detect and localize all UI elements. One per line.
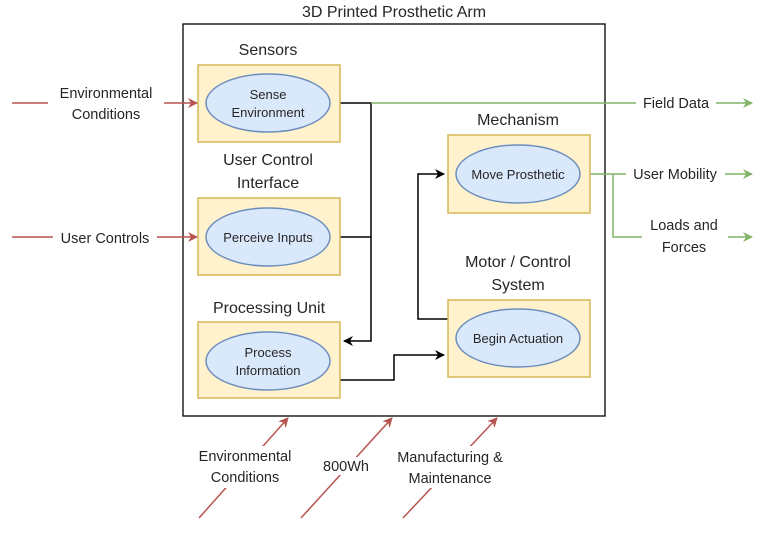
flow-label-line: Loads and <box>650 218 718 234</box>
function-ellipse-begin-actuation[interactable] <box>455 308 581 368</box>
block-motor-control-system[interactable]: Motor / Control System Begin Actuation <box>447 254 591 378</box>
label-background <box>636 94 716 112</box>
function-label-line: Environment <box>232 105 305 120</box>
flow-label-line: Conditions <box>211 470 280 486</box>
block-label-sensors: Sensors <box>239 42 298 59</box>
flow-label-line: Environmental <box>60 86 153 102</box>
flow-label-line: Forces <box>662 240 706 256</box>
flow-label-line: Manufacturing & <box>397 450 503 466</box>
block-label-user-control-interface: User Control <box>223 152 313 169</box>
block-label-motor-control-system: System <box>491 277 544 294</box>
flow-label-line: Environmental <box>199 449 292 465</box>
bottom-input-label-manufacturing-maintenance: Manufacturing & Maintenance <box>386 446 514 488</box>
label-background <box>318 457 374 475</box>
flow-label-line: User Controls <box>61 231 150 247</box>
internal-flows <box>340 102 448 381</box>
bottom-input-label-energy: 800Wh <box>318 457 374 475</box>
flow-label-line: Field Data <box>643 96 710 112</box>
block-user-control-interface[interactable]: User Control Interface Perceive Inputs <box>197 152 341 276</box>
flow-motor-to-mechanism <box>417 169 448 320</box>
function-ellipse-perceive-inputs[interactable] <box>205 207 331 267</box>
function-ellipse-sense-environment[interactable] <box>205 73 331 133</box>
block-processing-unit[interactable]: Processing Unit Process Information <box>197 300 341 399</box>
block-mechanism[interactable]: Mechanism Move Prosthetic <box>447 112 591 214</box>
flow-label-line: User Mobility <box>633 167 718 183</box>
function-label-line: Process <box>245 345 292 360</box>
output-label-user-mobility: User Mobility <box>626 165 725 183</box>
output-label-loads-forces: Loads and Forces <box>642 214 728 256</box>
flow-label-line: Maintenance <box>408 471 491 487</box>
block-label-motor-control-system: Motor / Control <box>465 254 571 271</box>
function-label-line: Perceive Inputs <box>223 230 313 245</box>
function-label-line: Begin Actuation <box>473 331 563 346</box>
block-label-processing-unit: Processing Unit <box>213 300 326 317</box>
flow-label-line: Conditions <box>72 107 141 123</box>
function-label-line: Move Prosthetic <box>471 167 565 182</box>
flow-sensors-to-processing <box>340 102 372 346</box>
function-ellipse-process-information[interactable] <box>205 331 331 391</box>
function-ellipse-move-prosthetic[interactable] <box>455 144 581 204</box>
output-label-field-data: Field Data <box>636 94 716 112</box>
label-background <box>188 446 302 488</box>
label-background <box>48 83 164 125</box>
flow-label-line: 800Wh <box>323 459 369 475</box>
function-label-line: Information <box>235 363 300 378</box>
label-background <box>386 446 514 488</box>
label-background <box>626 165 725 183</box>
function-label-line: Sense <box>250 87 287 102</box>
diagram-title: 3D Printed Prosthetic Arm <box>302 4 486 21</box>
flow-processing-to-motor <box>340 350 445 381</box>
input-label-environmental-conditions: Environmental Conditions <box>48 83 164 125</box>
bottom-input-label-environmental-conditions: Environmental Conditions <box>188 446 302 488</box>
label-background <box>642 214 728 256</box>
block-sensors[interactable]: Sensors Sense Environment <box>197 42 341 143</box>
block-label-user-control-interface: Interface <box>237 175 299 192</box>
input-label-user-controls: User Controls <box>53 229 157 247</box>
label-background <box>53 229 157 246</box>
block-label-mechanism: Mechanism <box>477 112 559 129</box>
